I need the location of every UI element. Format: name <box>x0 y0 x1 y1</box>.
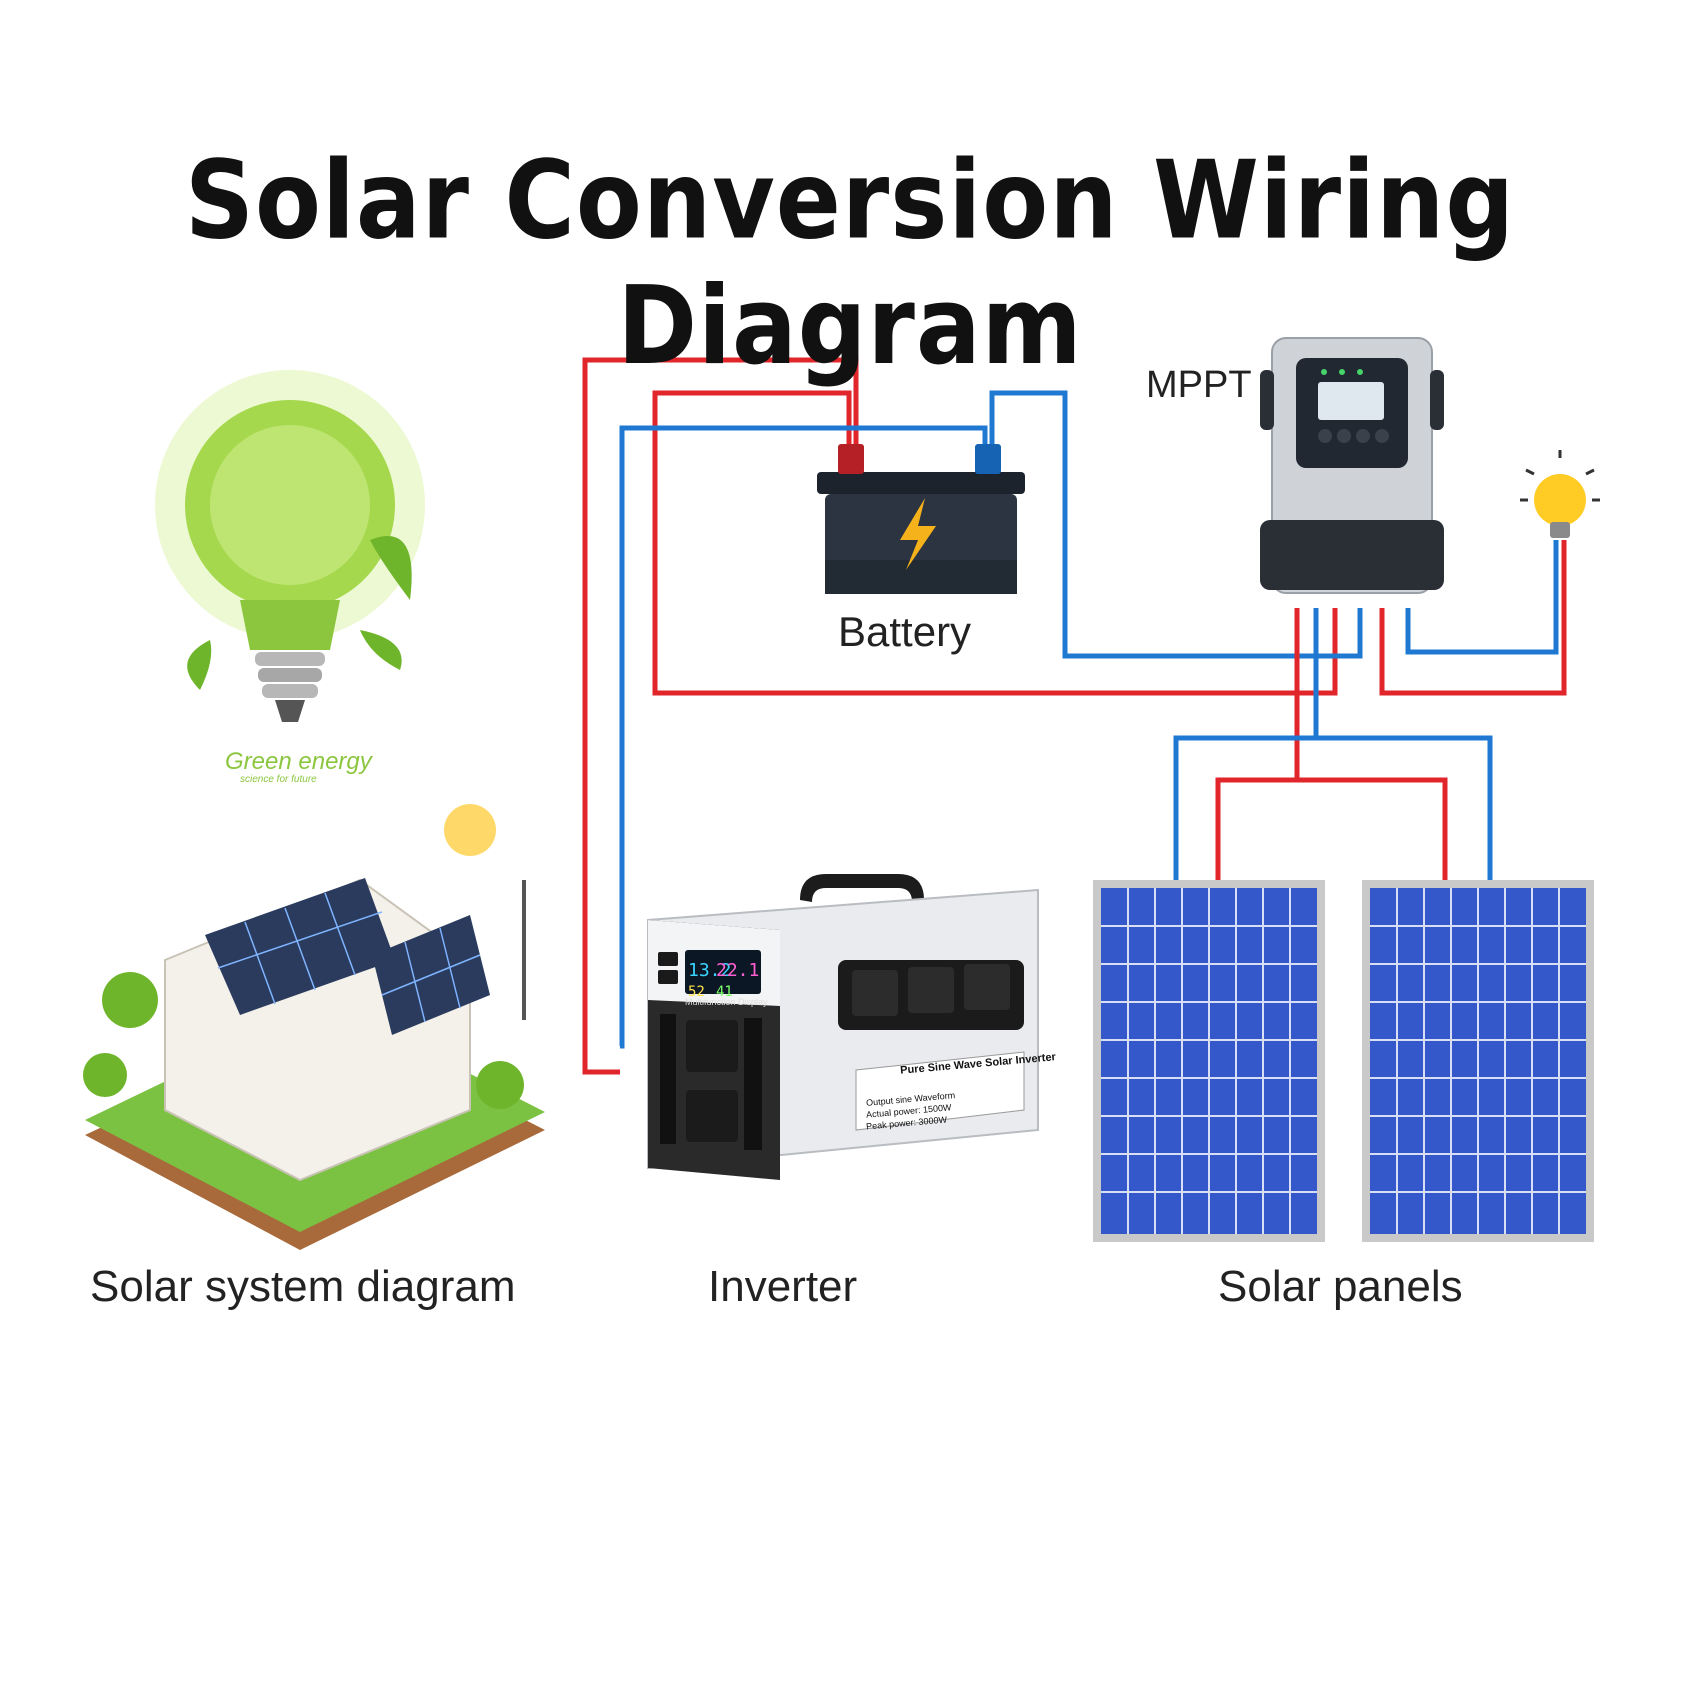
wire-mppt-pv-positive <box>1215 608 1300 880</box>
ac-outlet-side-2 <box>908 967 954 1013</box>
battery <box>817 444 1025 594</box>
inverter-lcd-value-1: 13.2 <box>688 960 732 981</box>
mppt-screen <box>1318 382 1384 420</box>
wire-inverter-battery-negative <box>619 425 988 1049</box>
light-bulb-icon <box>1520 450 1600 538</box>
battery-positive-terminal <box>838 444 864 474</box>
lightning-bolt-icon <box>900 498 936 570</box>
roof-solar-panel-1 <box>205 878 395 1015</box>
solar-panels-label: Solar panels <box>1218 1262 1463 1311</box>
inverter-handle <box>800 874 924 902</box>
mppt-button-3 <box>1356 429 1370 443</box>
ac-outlet-front-1 <box>686 1020 738 1072</box>
ac-outlet-front-2 <box>686 1090 738 1142</box>
wire-mppt-pv-negative <box>1173 608 1319 880</box>
battery-negative-terminal <box>975 444 1001 474</box>
wire-mppt-load-negative <box>1405 540 1559 655</box>
ac-outlet-side-3 <box>964 964 1010 1010</box>
wires <box>582 357 1567 1075</box>
inverter-lcd-value-4: 41 <box>716 984 733 1000</box>
solar-panel-left <box>1093 880 1325 1242</box>
wire-mppt-load-positive <box>1379 540 1567 696</box>
wire-mppt-pv-negative-b <box>1316 735 1493 880</box>
inverter-label: Inverter <box>708 1262 858 1311</box>
battery-label: Battery <box>838 608 972 655</box>
mppt-button-1 <box>1318 429 1332 443</box>
wire-battery-mppt-positive <box>652 390 1338 696</box>
ac-outlet-side-1 <box>852 970 898 1016</box>
solar-system-diagram-label: Solar system diagram <box>90 1262 516 1311</box>
wire-inverter-battery-positive <box>582 357 859 1075</box>
inverter-lcd-value-3: 52 <box>688 984 705 1000</box>
mppt-button-2 <box>1337 429 1351 443</box>
wire-mppt-pv-positive-b <box>1297 777 1448 880</box>
mppt-label: MPPT <box>1146 364 1252 406</box>
green-energy-sub-label: science for future <box>240 774 317 785</box>
inverter-lcd-value-2: 22.1 <box>716 960 760 981</box>
inverter <box>647 874 1039 1180</box>
green-energy-label: Green energy <box>225 748 372 775</box>
mppt-controller <box>1260 337 1444 594</box>
house-illustration <box>83 804 545 1250</box>
green-energy-bulb-icon <box>155 370 425 722</box>
wire-battery-mppt-negative <box>989 390 1363 659</box>
page-title: Solar Conversion Wiring Diagram <box>184 138 1516 389</box>
inverter-display-label: Multifunction Display <box>685 997 768 1007</box>
inverter-lcd <box>685 950 761 994</box>
solar-panel-right <box>1362 880 1594 1242</box>
mppt-button-4 <box>1375 429 1389 443</box>
